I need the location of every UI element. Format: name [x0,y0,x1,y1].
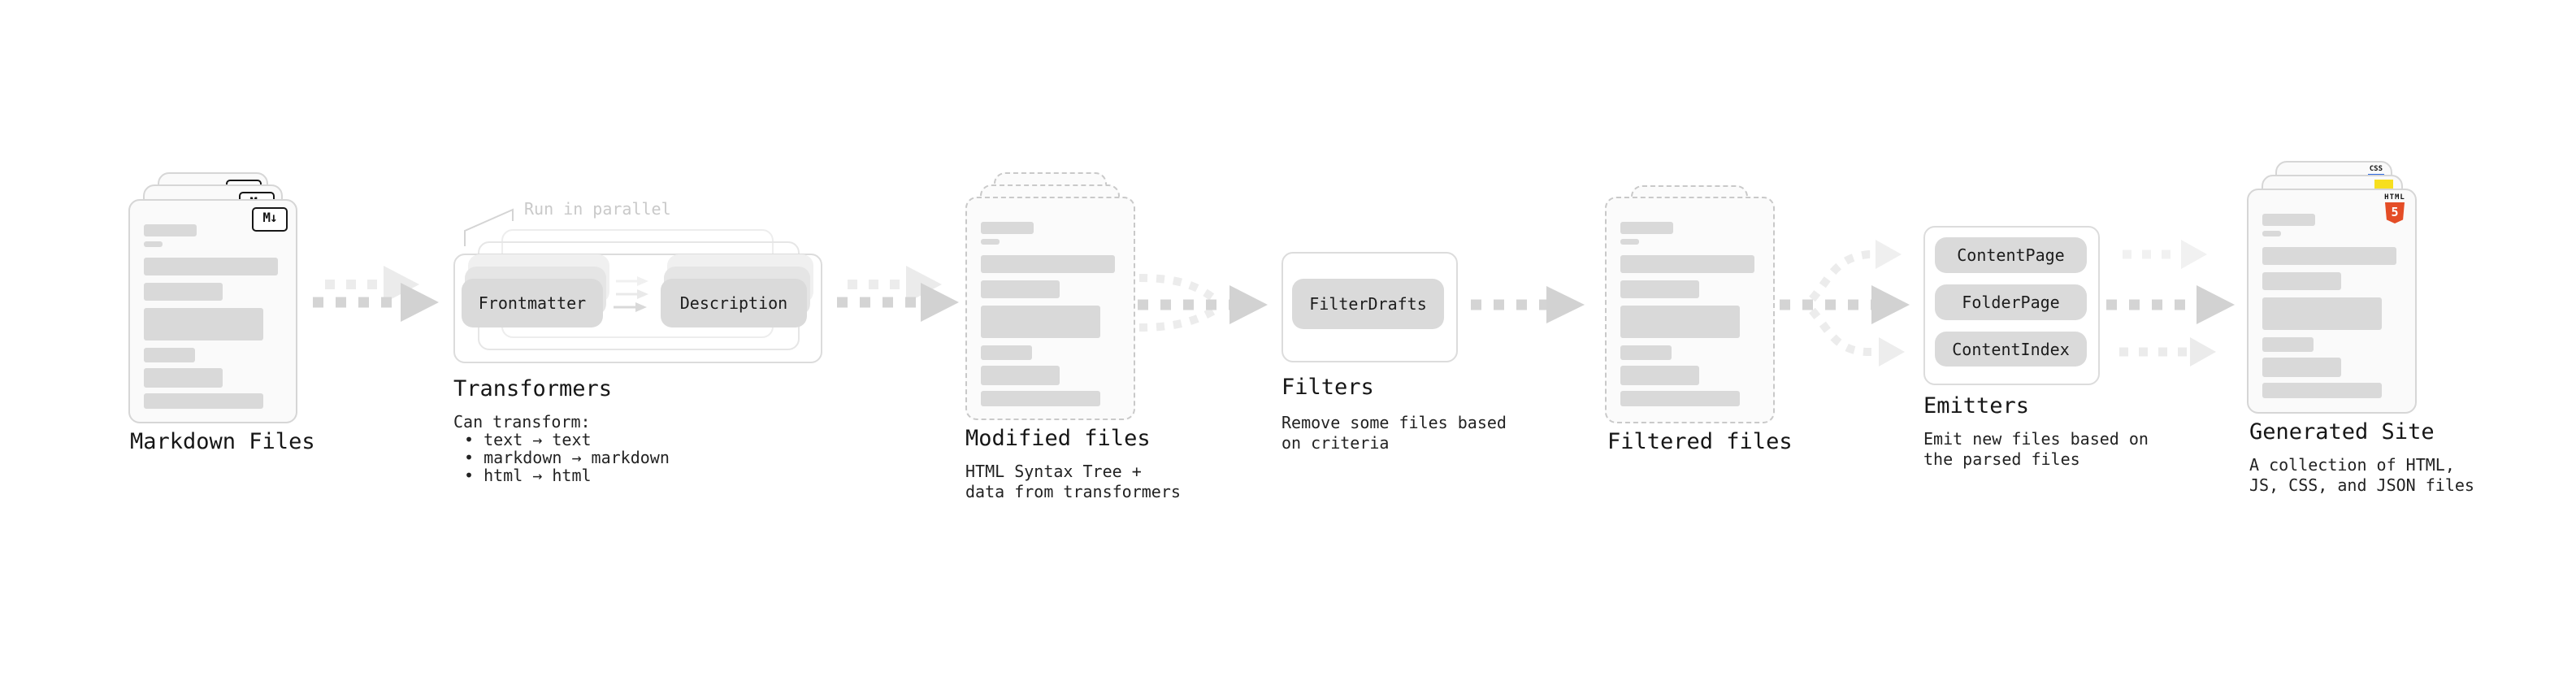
emitters-description: Emit new files based on the parsed files [1923,429,2149,470]
generated-html-card: HTML 5 [2247,189,2417,414]
document-skeleton [1620,222,1754,406]
filters-description: Remove some files based on criteria [1281,413,1507,453]
filtered-file-card-front [1605,197,1775,423]
skeleton-line [981,239,1000,245]
skeleton-line [2262,337,2314,352]
description-line: HTML Syntax Tree + [965,462,1142,481]
generated-description: A collection of HTML, JS, CSS, and JSON … [2249,455,2474,496]
emitter-contentindex-pill: ContentIndex [1935,332,2087,367]
filter-drafts-pill: FilterDrafts [1292,279,1444,329]
document-skeleton [981,222,1115,406]
skeleton-line [144,258,278,275]
skeleton-line [981,255,1115,273]
description-line: on criteria [1281,433,1390,453]
skeleton-line [144,368,223,388]
arrow-emitters-to-generated [2106,240,2235,367]
description-line: Emit new files based on [1923,429,2149,449]
description-line: JS, CSS, and JSON files [2249,475,2474,495]
stage-title-emitters: Emitters [1923,393,2030,419]
stage-title-transformers: Transformers [453,376,613,401]
arrow-markdown-to-transformers [313,266,439,322]
modified-file-card-front [965,197,1135,420]
modified-description: HTML Syntax Tree + data from transformer… [965,462,1181,502]
description-line: A collection of HTML, [2249,455,2455,475]
markdown-icon: M↓ [252,207,288,232]
skeleton-line [2262,214,2315,226]
stage-title-generated: Generated Site [2249,419,2435,445]
skeleton-line [981,345,1032,360]
stage-title-modified: Modified files [965,426,1151,451]
skeleton-line [981,366,1060,385]
skeleton-line [1620,366,1699,385]
skeleton-line [2262,383,2382,398]
markdown-file-card-front: M↓ [128,199,297,423]
skeleton-line [2262,297,2382,330]
html5-icon-word: HTML [2384,193,2405,202]
description-line: Remove some files based [1281,413,1507,432]
skeleton-line [1620,239,1639,245]
arrow-filters-to-filtered [1471,286,1585,323]
bullet-line: • text → text [464,430,592,449]
emitter-folderpage-pill: FolderPage [1935,284,2087,320]
skeleton-line [981,306,1100,338]
arrow-transformers-to-modified [837,266,959,322]
transformers-box-front [453,254,822,363]
skeleton-line [981,391,1100,406]
skeleton-line [2262,272,2341,290]
description-line: Can transform: [453,412,591,432]
stage-title-markdown: Markdown Files [130,429,315,454]
document-skeleton [144,224,278,409]
skeleton-line [2262,358,2341,377]
run-in-parallel-label: Run in parallel [524,199,671,219]
skeleton-line [144,224,197,236]
skeleton-line [1620,345,1672,360]
skeleton-line [144,283,223,301]
html5-icon: HTML 5 [2383,194,2406,223]
skeleton-line [144,308,263,340]
arrow-modified-to-filters [1138,274,1268,332]
description-line: the parsed files [1923,449,2080,469]
description-line: data from transformers [965,482,1181,501]
skeleton-line [1620,391,1740,406]
skeleton-line [1620,255,1754,273]
emitters-box [1923,226,2100,385]
skeleton-line [1620,306,1740,338]
skeleton-line [981,280,1060,298]
document-skeleton [2262,214,2396,398]
transformer-frontmatter-pill: Frontmatter [462,279,603,327]
transformers-description: Can transform: • text → text • markdown … [453,413,670,484]
stage-title-filtered: Filtered files [1607,429,1793,454]
skeleton-line [144,393,263,409]
skeleton-line [144,241,163,247]
bullet-line: • html → html [464,466,592,485]
html5-icon-shield: 5 [2385,202,2405,223]
transformer-description-pill: Description [661,279,807,327]
filters-box [1281,252,1458,362]
skeleton-line [2262,247,2396,265]
arrow-filtered-to-emitters [1780,240,1910,367]
skeleton-line [2262,231,2281,236]
stage-title-filters: Filters [1281,375,1374,400]
skeleton-line [1620,280,1699,298]
emitter-contentpage-pill: ContentPage [1935,237,2087,273]
skeleton-line [1620,222,1673,234]
bullet-line: • markdown → markdown [464,448,670,467]
js-icon [2374,180,2393,189]
skeleton-line [981,222,1034,234]
skeleton-line [144,348,195,362]
